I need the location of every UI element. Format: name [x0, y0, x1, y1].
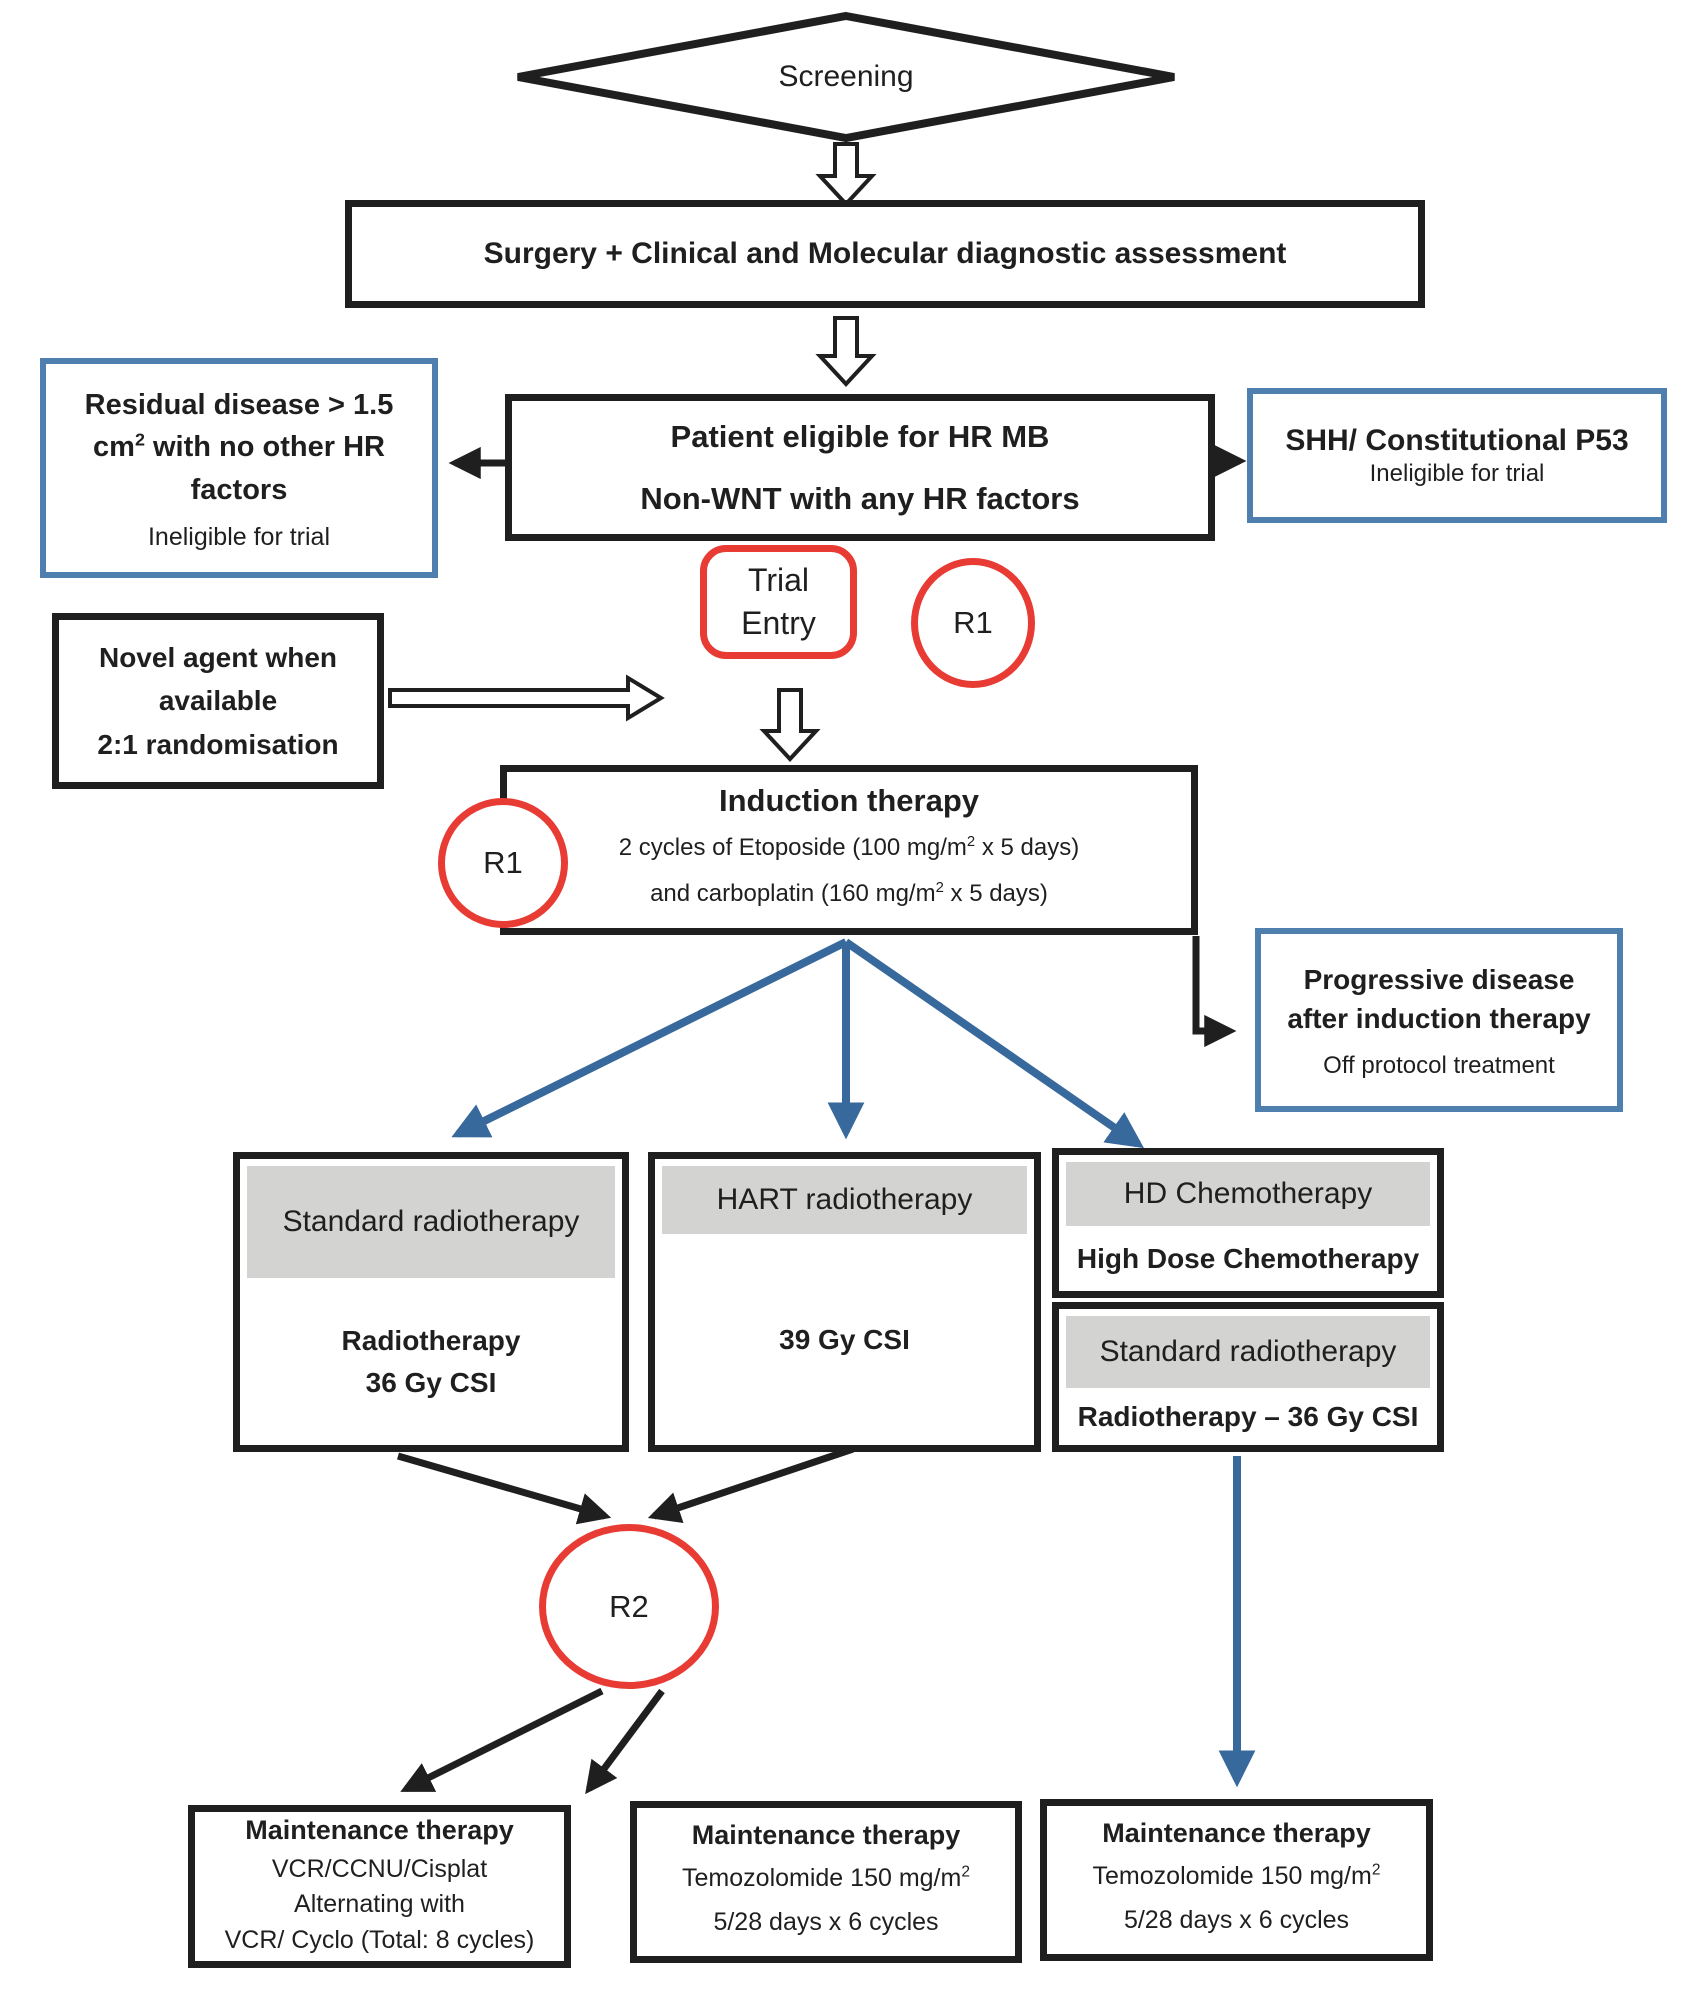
- residual-note: Ineligible for trial: [147, 522, 331, 551]
- r1-induction-label: R1: [483, 845, 523, 880]
- hd-chemotherapy-arm-box: HD Chemotherapy High Dose Chemotherapy: [1052, 1148, 1444, 1298]
- induction-title: Induction therapy: [718, 783, 980, 819]
- surgery-box: Surgery + Clinical and Molecular diagnos…: [345, 200, 1425, 308]
- hd-chemotherapy-body: High Dose Chemotherapy: [1077, 1226, 1419, 1291]
- standard-radiotherapy-body: Radiotherapy 36 Gy CSI: [342, 1278, 521, 1445]
- hart-radiotherapy-header: HART radiotherapy: [662, 1166, 1027, 1234]
- arrow-induction-to-progressive: [1192, 936, 1237, 1048]
- screening-diamond: [517, 11, 1175, 143]
- patient-eligibility-box: Patient eligible for HR MB Non-WNT with …: [505, 394, 1215, 541]
- surgery-label: Surgery + Clinical and Molecular diagnos…: [483, 237, 1287, 270]
- induction-therapy-box: Induction therapy 2 cycles of Etoposide …: [500, 765, 1198, 935]
- residual-disease-box: Residual disease > 1.5 cm2 with no other…: [40, 358, 438, 578]
- hd-rt-body-line: Radiotherapy – 36 Gy CSI: [1077, 1400, 1419, 1432]
- hart-radiotherapy-arm-box: HART radiotherapy 39 Gy CSI: [648, 1152, 1041, 1452]
- hd-body-line: High Dose Chemotherapy: [1076, 1242, 1420, 1274]
- maintenance1-title: Maintenance therapy: [245, 1814, 514, 1845]
- arrow-induction-to-std-rt: [451, 938, 848, 1138]
- induction-line1: 2 cycles of Etoposide (100 mg/m2 x 5 day…: [618, 834, 1080, 862]
- hart-radiotherapy-body: 39 Gy CSI: [779, 1234, 910, 1445]
- patient-line1: Patient eligible for HR MB: [670, 418, 1050, 454]
- trial-entry-box: Trial Entry: [700, 545, 857, 659]
- shh-title: SHH/ Constitutional P53: [1285, 423, 1629, 457]
- right-arrow-novel-to-trialentry: [388, 674, 665, 722]
- r2-circle: R2: [539, 1524, 719, 1689]
- patient-line2: Non-WNT with any HR factors: [640, 480, 1080, 516]
- maintenance3-line2: 5/28 days x 6 cycles: [1123, 1905, 1350, 1934]
- r1-circle-induction: R1: [438, 798, 568, 928]
- induction-line2: and carboplatin (160 mg/m2 x 5 days): [650, 880, 1048, 907]
- standard-radiotherapy-header: Standard radiotherapy: [247, 1166, 615, 1278]
- hd-standard-radiotherapy-body: Radiotherapy – 36 Gy CSI: [1078, 1388, 1419, 1445]
- r1-circle-top: R1: [911, 558, 1035, 688]
- shh-note: Ineligible for trial: [1369, 459, 1545, 487]
- r2-label: R2: [609, 1588, 649, 1624]
- down-arrow-trialentry-to-induction: [759, 688, 821, 762]
- residual-title: Residual disease > 1.5 cm2 with no other…: [84, 389, 394, 506]
- standard-radiotherapy-body-line2: 36 Gy CSI: [365, 1366, 497, 1398]
- novel-line1: Novel agent when: [98, 641, 338, 673]
- maintenance-box-vcr: Maintenance therapy VCR/CCNU/Cisplat Alt…: [188, 1805, 571, 1968]
- maintenance-box-temozolomide-hd: Maintenance therapy Temozolomide 150 mg/…: [1040, 1799, 1433, 1961]
- arrow-hart-to-r2: [647, 1445, 855, 1524]
- hd-standard-radiotherapy-box: Standard radiotherapy Radiotherapy – 36 …: [1052, 1302, 1444, 1452]
- standard-radiotherapy-body-line1: Radiotherapy: [341, 1324, 521, 1356]
- hd-chemotherapy-header: HD Chemotherapy: [1066, 1162, 1430, 1226]
- maintenance2-title: Maintenance therapy: [691, 1819, 961, 1850]
- novel-line2: available: [158, 685, 278, 717]
- maintenance3-line1: Temozolomide 150 mg/m2: [1092, 1861, 1381, 1890]
- progressive-disease-box: Progressive disease after induction ther…: [1255, 928, 1623, 1112]
- maintenance1-line1: VCR/CCNU/Cisplat: [271, 1854, 488, 1883]
- arrow-r2-to-maintenance2: [585, 1688, 665, 1795]
- maintenance2-line2: 5/28 days x 6 cycles: [713, 1907, 939, 1936]
- standard-radiotherapy-arm-box: Standard radiotherapy Radiotherapy 36 Gy…: [233, 1152, 629, 1452]
- hart-body-line: 39 Gy CSI: [779, 1323, 910, 1355]
- r1-top-label: R1: [953, 605, 993, 640]
- maintenance3-title: Maintenance therapy: [1102, 1817, 1371, 1848]
- arrow-induction-to-hd-chemo: [843, 938, 1145, 1149]
- maintenance-box-temozolomide-r2: Maintenance therapy Temozolomide 150 mg/…: [630, 1801, 1022, 1963]
- trial-entry-line2: Entry: [741, 605, 816, 641]
- screening-label: Screening: [778, 60, 914, 93]
- trial-entry-line1: Trial: [747, 561, 810, 598]
- shh-p53-box: SHH/ Constitutional P53 Ineligible for t…: [1247, 388, 1667, 523]
- novel-agent-box: Novel agent when available 2:1 randomisa…: [52, 613, 384, 789]
- progressive-note: Off protocol treatment: [1323, 1052, 1555, 1080]
- progressive-title: Progressive disease after induction ther…: [1287, 963, 1591, 1034]
- hd-standard-radiotherapy-header: Standard radiotherapy: [1066, 1316, 1430, 1388]
- arrow-r2-to-maintenance1: [400, 1687, 604, 1793]
- down-arrow-screening-to-surgery: [815, 142, 877, 207]
- novel-line3: 2:1 randomisation: [97, 728, 339, 760]
- maintenance1-line2: Alternating with: [294, 1890, 465, 1919]
- maintenance2-line1: Temozolomide 150 mg/m2: [682, 1863, 970, 1892]
- maintenance1-line3: VCR/ Cyclo (Total: 8 cycles): [224, 1925, 535, 1954]
- down-arrow-surgery-to-patient: [815, 316, 877, 387]
- arrow-std-rt-to-r2: [397, 1452, 612, 1525]
